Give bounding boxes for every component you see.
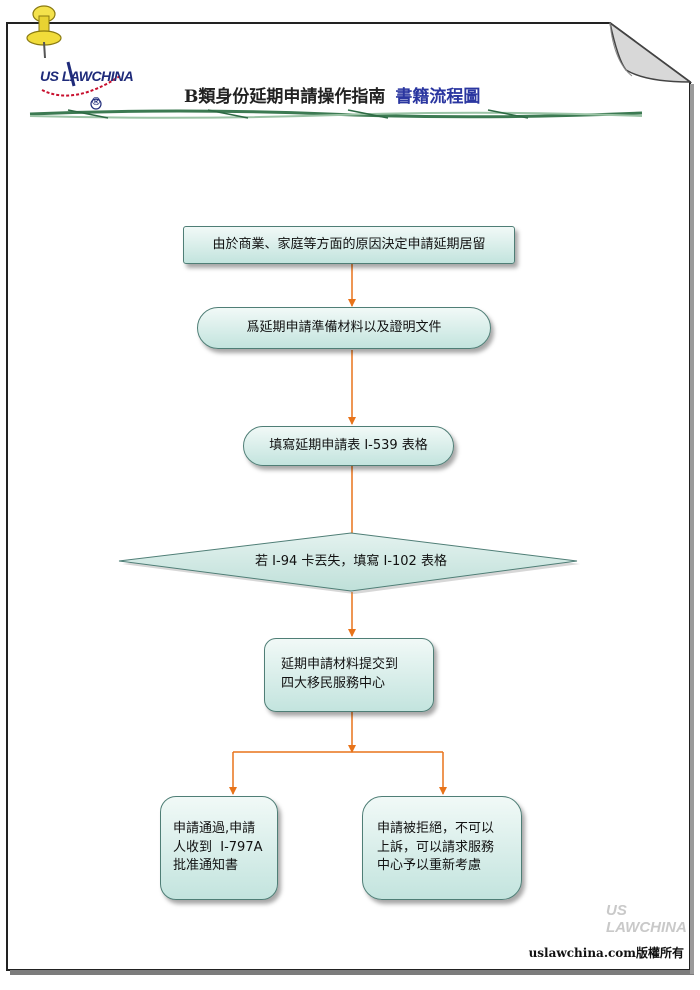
uslawchina-logo: US LAWCHINA ® [34, 56, 134, 112]
flow-step-prepare-materials: 爲延期申請準備材料以及證明文件 [197, 307, 491, 349]
flow-outcome-rejected-line3: 中心予以重新考慮 [377, 858, 482, 874]
logo-swoosh [41, 61, 121, 110]
footer-copyright: uslawchina.com版權所有 [528, 946, 684, 960]
flow-step-submit-to-service-center: 延期申請材料提交到 四大移民服務中心 [264, 638, 434, 712]
flow-outcome-rejected-line2: 上訴，可以請求服務 [377, 839, 495, 855]
flow-step-submit-line2: 四大移民服務中心 [281, 676, 386, 691]
flow-step-submit-line1: 延期申請材料提交到 [281, 657, 399, 673]
flow-outcome-approved: 申請通過,申請 人收到 I-797A 批准通知書 [160, 796, 278, 900]
page-title: B類身份延期申請操作指南書籍流程圖 [184, 82, 480, 107]
flow-step-prepare-materials-label: 爲延期申請準備材料以及證明文件 [246, 319, 442, 335]
logo-registered-mark: ® [92, 96, 101, 108]
flow-decision-label: 若 I-94 卡丟失，填寫 I-102 表格 [255, 554, 447, 569]
footer-watermark-logo: US LAWCHINA [606, 902, 687, 936]
flow-step-decide-extension: 由於商業、家庭等方面的原因決定申請延期居留 [183, 226, 515, 264]
flow-outcome-approved-line1: 申請通過,申請 [173, 820, 256, 836]
pushpin-icon [26, 5, 62, 59]
header-divider [29, 109, 643, 119]
flow-step-fill-i539: 填寫延期申請表 I-539 表格 [243, 426, 454, 466]
flow-outcome-rejected-line1: 申請被拒絕，不可以 [377, 820, 495, 836]
title-main: B類身份延期申請操作指南 [184, 87, 386, 107]
flow-decision-diamond [118, 532, 580, 594]
logo-text: US LAWCHINA [40, 68, 134, 84]
paper-shadow-right [690, 84, 694, 974]
flow-outcome-approved-line2: 人收到 I-797A [173, 839, 263, 855]
flow-outcome-rejected: 申請被拒絕，不可以 上訴，可以請求服務 中心予以重新考慮 [362, 796, 522, 900]
flow-step-fill-i539-label: 填寫延期申請表 I-539 表格 [269, 437, 428, 453]
flow-step-decide-extension-label: 由於商業、家庭等方面的原因決定申請延期居留 [212, 236, 486, 252]
flow-outcome-approved-line3: 批准通知書 [173, 858, 239, 874]
paper-shadow [10, 970, 694, 975]
title-subtitle: 書籍流程圖 [395, 87, 481, 107]
